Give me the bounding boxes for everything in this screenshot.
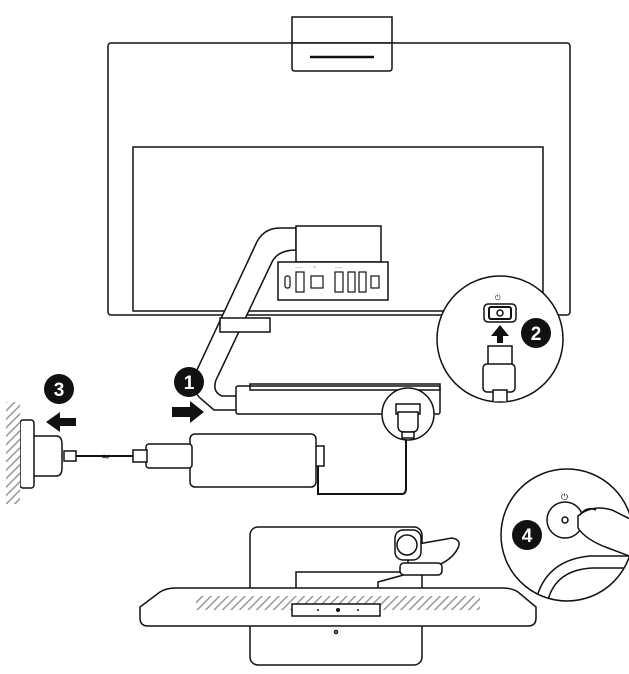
ac-plug bbox=[34, 435, 63, 477]
step4-badge: 4 bbox=[512, 520, 542, 550]
dc-cable bbox=[317, 436, 407, 495]
direction-arrow-icon bbox=[46, 412, 76, 432]
step3-badge: 3 bbox=[44, 374, 74, 404]
wall-socket bbox=[19, 419, 35, 489]
svg-text:~~~: ~~~ bbox=[295, 265, 303, 269]
cable-clip bbox=[219, 317, 271, 333]
dc-connector-callout bbox=[381, 387, 435, 441]
ac-power-cable: ≈ bbox=[6, 402, 133, 504]
step2-badge: 2 bbox=[521, 318, 551, 348]
wall-hatch bbox=[6, 402, 20, 504]
webcam-module bbox=[291, 16, 393, 72]
speaker-grille bbox=[196, 596, 480, 610]
stand-arm bbox=[193, 227, 297, 411]
direction-arrow-icon bbox=[491, 325, 509, 343]
cable-break-symbol-icon: ≈ bbox=[101, 450, 110, 463]
port-panel: ~~~ ▭ ~~~ bbox=[277, 225, 389, 301]
step1-badge: 1 bbox=[174, 367, 204, 397]
step2-detail: ⏻ bbox=[436, 275, 564, 403]
power-symbol-icon: ⏻ bbox=[495, 294, 501, 302]
power-symbol-icon: ⏻ bbox=[561, 492, 568, 503]
svg-text:~~~: ~~~ bbox=[335, 265, 343, 269]
svg-text:▭: ▭ bbox=[313, 265, 316, 269]
monitor-recess bbox=[132, 146, 544, 312]
power-adapter bbox=[132, 433, 325, 488]
svg-text:3: 3 bbox=[54, 380, 65, 401]
port-icons bbox=[284, 271, 380, 293]
svg-text:2: 2 bbox=[531, 324, 542, 345]
monitor-bottom-view bbox=[139, 526, 537, 666]
step1-arrow bbox=[172, 401, 204, 423]
monitor-back bbox=[107, 16, 571, 316]
svg-text:1: 1 bbox=[184, 373, 195, 394]
step4-detail: ⏻ bbox=[500, 468, 629, 602]
svg-text:4: 4 bbox=[522, 526, 533, 547]
step3-arrow bbox=[46, 412, 76, 432]
direction-arrow-icon bbox=[172, 401, 204, 423]
